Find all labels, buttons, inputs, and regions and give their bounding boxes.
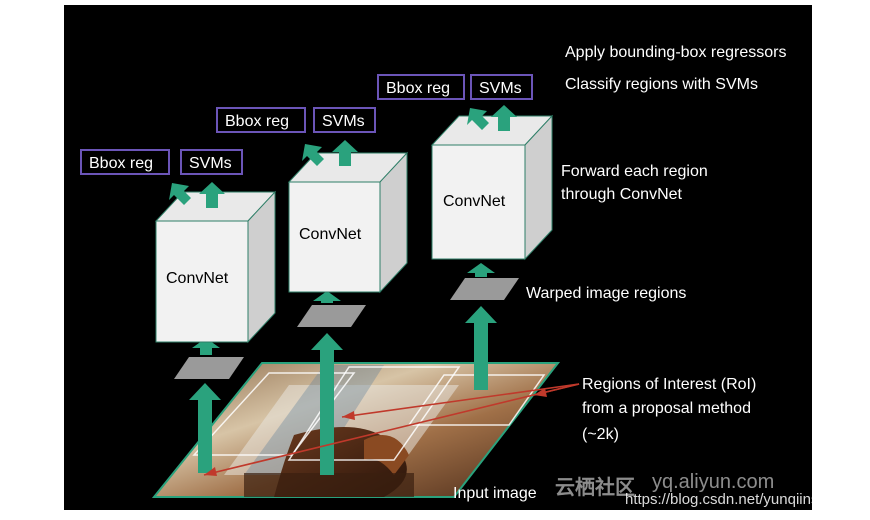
- input-image: [151, 362, 561, 498]
- convnet-label-3: ConvNet: [443, 193, 506, 210]
- roi-label-line1: Regions of Interest (RoI): [582, 376, 757, 393]
- roi-region-2: [287, 366, 461, 461]
- roi-label-line3: (~2k): [582, 426, 619, 443]
- arrows-image-to-warped: [189, 306, 497, 475]
- diagram-graphics: [151, 105, 580, 498]
- classify-label: Classify regions with SVMs: [565, 76, 758, 93]
- watermark-cn: 云栖社区: [555, 477, 635, 499]
- convnet-cube-2: [287, 151, 409, 294]
- convnet-label-2: ConvNet: [299, 226, 362, 243]
- input-image-label: Input image: [453, 485, 537, 502]
- bbox-reg-box-1: Bbox reg: [80, 149, 170, 175]
- svms-box-2: SVMs: [313, 107, 376, 133]
- forward-label-line1: Forward each region: [561, 163, 708, 180]
- watermark-url: https://blog.csdn.net/yunqiinsight: [625, 491, 843, 508]
- roi-pointer-heads: [204, 388, 547, 476]
- arrows-warped-to-convnet: [192, 263, 495, 355]
- roi-region-3: [407, 374, 546, 426]
- roi-label-line2: from a proposal method: [582, 400, 751, 417]
- apply-bbox-label: Apply bounding-box regressors: [565, 44, 787, 61]
- convnet-label-1: ConvNet: [166, 270, 229, 287]
- bbox-reg-box-2: Bbox reg: [216, 107, 306, 133]
- convnet-cube-1: [154, 190, 277, 344]
- forward-label-line2: through ConvNet: [561, 186, 682, 203]
- warped-region-2: [297, 305, 366, 327]
- rcnn-diagram: ConvNet ConvNet ConvNet Bbox reg SVMs Bb…: [64, 5, 812, 510]
- svms-box-3: SVMs: [470, 74, 533, 100]
- output-arrows: [169, 105, 517, 208]
- bbox-reg-box-3: Bbox reg: [377, 74, 465, 100]
- watermark-site: yq.aliyun.com: [652, 471, 775, 493]
- warped-region-1: [174, 357, 244, 379]
- warped-label: Warped image regions: [526, 285, 687, 302]
- warped-region-3: [450, 278, 519, 300]
- svms-box-1: SVMs: [180, 149, 243, 175]
- convnet-cube-3: [430, 114, 554, 261]
